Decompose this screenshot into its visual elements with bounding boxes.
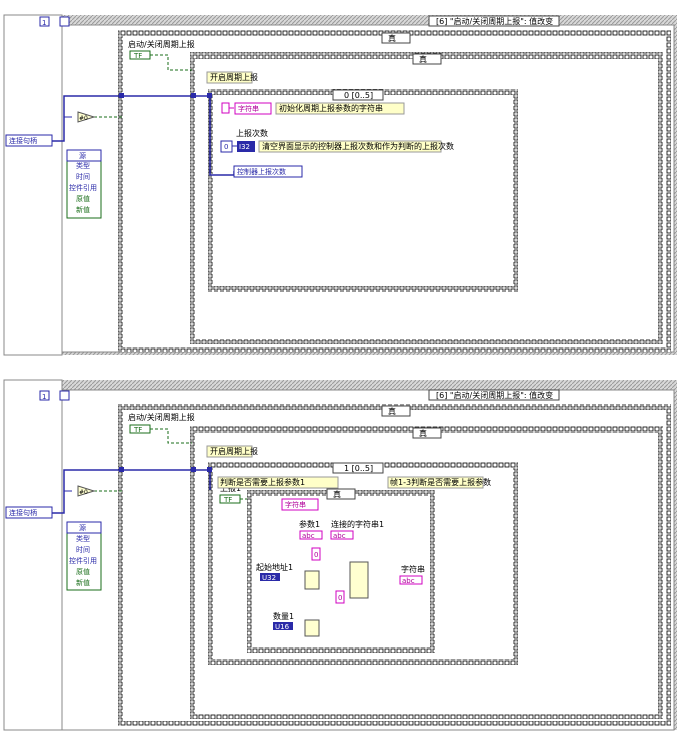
svg-text:0: 0 (224, 143, 228, 151)
svg-text:真: 真 (388, 33, 396, 43)
svg-text:类型: 类型 (76, 161, 90, 170)
svg-text:U32: U32 (262, 574, 276, 582)
concat-strings-node[interactable] (349, 561, 369, 599)
event-case-label: [6] "启动/关闭周期上报": 值改变 (436, 16, 553, 26)
svg-text:原值: 原值 (76, 567, 90, 576)
event-case-selector-2[interactable] (428, 389, 560, 401)
svg-text:U16: U16 (275, 623, 290, 631)
judge-label-comment (217, 476, 339, 489)
string-out-label: 字符串 (401, 564, 425, 574)
panel-1: 1 [6] "启动/关闭周期上报": 值改变 真 启动/关闭周期上报 TF 真 … (3, 14, 677, 356)
count1-label: 数量1 (273, 611, 294, 621)
svg-text:时间: 时间 (76, 172, 90, 181)
string-node-2[interactable] (281, 498, 319, 511)
panel-2: 1 [6] "启动/关闭周期上报": 值改变 真 启动/关闭周期上报 TF 真 … (3, 379, 677, 731)
svg-text:启动/关闭周期上报: 启动/关闭周期上报 (128, 412, 195, 422)
param1-label: 参数1 (299, 519, 320, 529)
svg-text:abc: abc (333, 532, 346, 540)
report-count-const[interactable] (220, 140, 233, 153)
report1-terminal[interactable] (219, 494, 241, 504)
case-selector-outer[interactable] (381, 32, 411, 44)
svg-text:开启周期上报: 开启周期上报 (210, 72, 258, 82)
svg-text:字符串: 字符串 (285, 500, 306, 509)
svg-text:abc: abc (402, 577, 415, 585)
svg-text:开启周期上报: 开启周期上报 (210, 446, 258, 456)
svg-text:帧1-3判断是否需要上报参数: 帧1-3判断是否需要上报参数 (390, 477, 491, 487)
frame-index: 1 (42, 19, 46, 27)
event-data-node: 源 类型 时间 控件引用 原值 新值 (66, 149, 102, 219)
start-addr-terminal[interactable] (260, 573, 280, 581)
svg-text:控件引用: 控件引用 (69, 556, 97, 565)
svg-text:#0: #0 (79, 489, 88, 496)
report-count-indicator[interactable] (237, 141, 255, 152)
controller-count-node[interactable] (233, 165, 303, 178)
svg-text:TF: TF (133, 52, 142, 60)
svg-text:TF: TF (133, 426, 142, 434)
svg-text:1: 1 (42, 393, 46, 401)
svg-text:源: 源 (79, 151, 86, 160)
report-count-label: 上报次数 (236, 128, 268, 138)
svg-text:0: 0 (338, 594, 342, 602)
format-node-1[interactable] (304, 570, 320, 590)
enable-comment (206, 71, 253, 84)
svg-text:abc: abc (302, 532, 315, 540)
not-equal-primitive[interactable] (77, 111, 96, 123)
not-equal-primitive-2[interactable] (77, 485, 96, 497)
svg-text:1 [0..5]: 1 [0..5] (344, 464, 373, 473)
svg-text:类型: 类型 (76, 534, 90, 543)
param1-terminal[interactable] (299, 530, 323, 540)
svg-text:控制器上报次数: 控制器上报次数 (237, 167, 286, 176)
svg-text:真: 真 (388, 406, 396, 416)
string-node[interactable] (234, 102, 272, 115)
judge-comment (387, 476, 484, 489)
start-stop-label: 启动/关闭周期上报 (128, 39, 195, 49)
svg-text:新值: 新值 (76, 578, 90, 587)
svg-text:I32: I32 (239, 143, 250, 151)
svg-text:控件引用: 控件引用 (69, 183, 97, 192)
event-case-selector[interactable] (428, 15, 560, 27)
svg-text:清空界面显示的控制器上报次数和作为判断的上报次数: 清空界面显示的控制器上报次数和作为判断的上报次数 (262, 141, 454, 151)
svg-text:TF: TF (223, 496, 232, 504)
concat-label: 连接的字符串1 (331, 519, 384, 529)
svg-text:真: 真 (419, 54, 427, 64)
case-selector-inner[interactable] (412, 53, 442, 65)
svg-text:原值: 原值 (76, 194, 90, 203)
frame-index-terminal[interactable] (39, 16, 50, 27)
init-comment (275, 102, 405, 115)
svg-text:真: 真 (419, 428, 427, 438)
svg-text:连接句柄: 连接句柄 (9, 508, 37, 517)
sequence-frame-selector[interactable] (332, 89, 384, 101)
svg-text:时间: 时间 (76, 545, 90, 554)
svg-text:初始化周期上报参数的字符串: 初始化周期上报参数的字符串 (279, 103, 383, 113)
svg-text:0 [0..5]: 0 [0..5] (344, 91, 373, 100)
event-data-node-2: 源 类型 时间 控件引用 原值 新值 (66, 521, 102, 591)
count1-terminal[interactable] (273, 622, 293, 630)
svg-text:判断是否需要上报参数1: 判断是否需要上报参数1 (220, 477, 305, 487)
svg-text:#0: #0 (79, 115, 88, 122)
svg-text:新值: 新值 (76, 205, 90, 214)
svg-text:源: 源 (79, 523, 86, 532)
svg-text:连接句柄: 连接句柄 (9, 136, 37, 145)
svg-text:字符串: 字符串 (238, 104, 259, 113)
svg-text:[6] "启动/关闭周期上报": 值改变: [6] "启动/关闭周期上报": 值改变 (436, 390, 553, 400)
frame-index-box[interactable] (59, 16, 70, 27)
string-out-terminal[interactable] (399, 575, 423, 585)
start-addr-label: 起始地址1 (256, 562, 293, 572)
svg-text:真: 真 (333, 489, 341, 499)
format-node-2[interactable] (304, 619, 320, 637)
svg-text:0: 0 (314, 551, 318, 559)
concat-terminal[interactable] (330, 530, 354, 540)
report-comment (258, 140, 442, 153)
